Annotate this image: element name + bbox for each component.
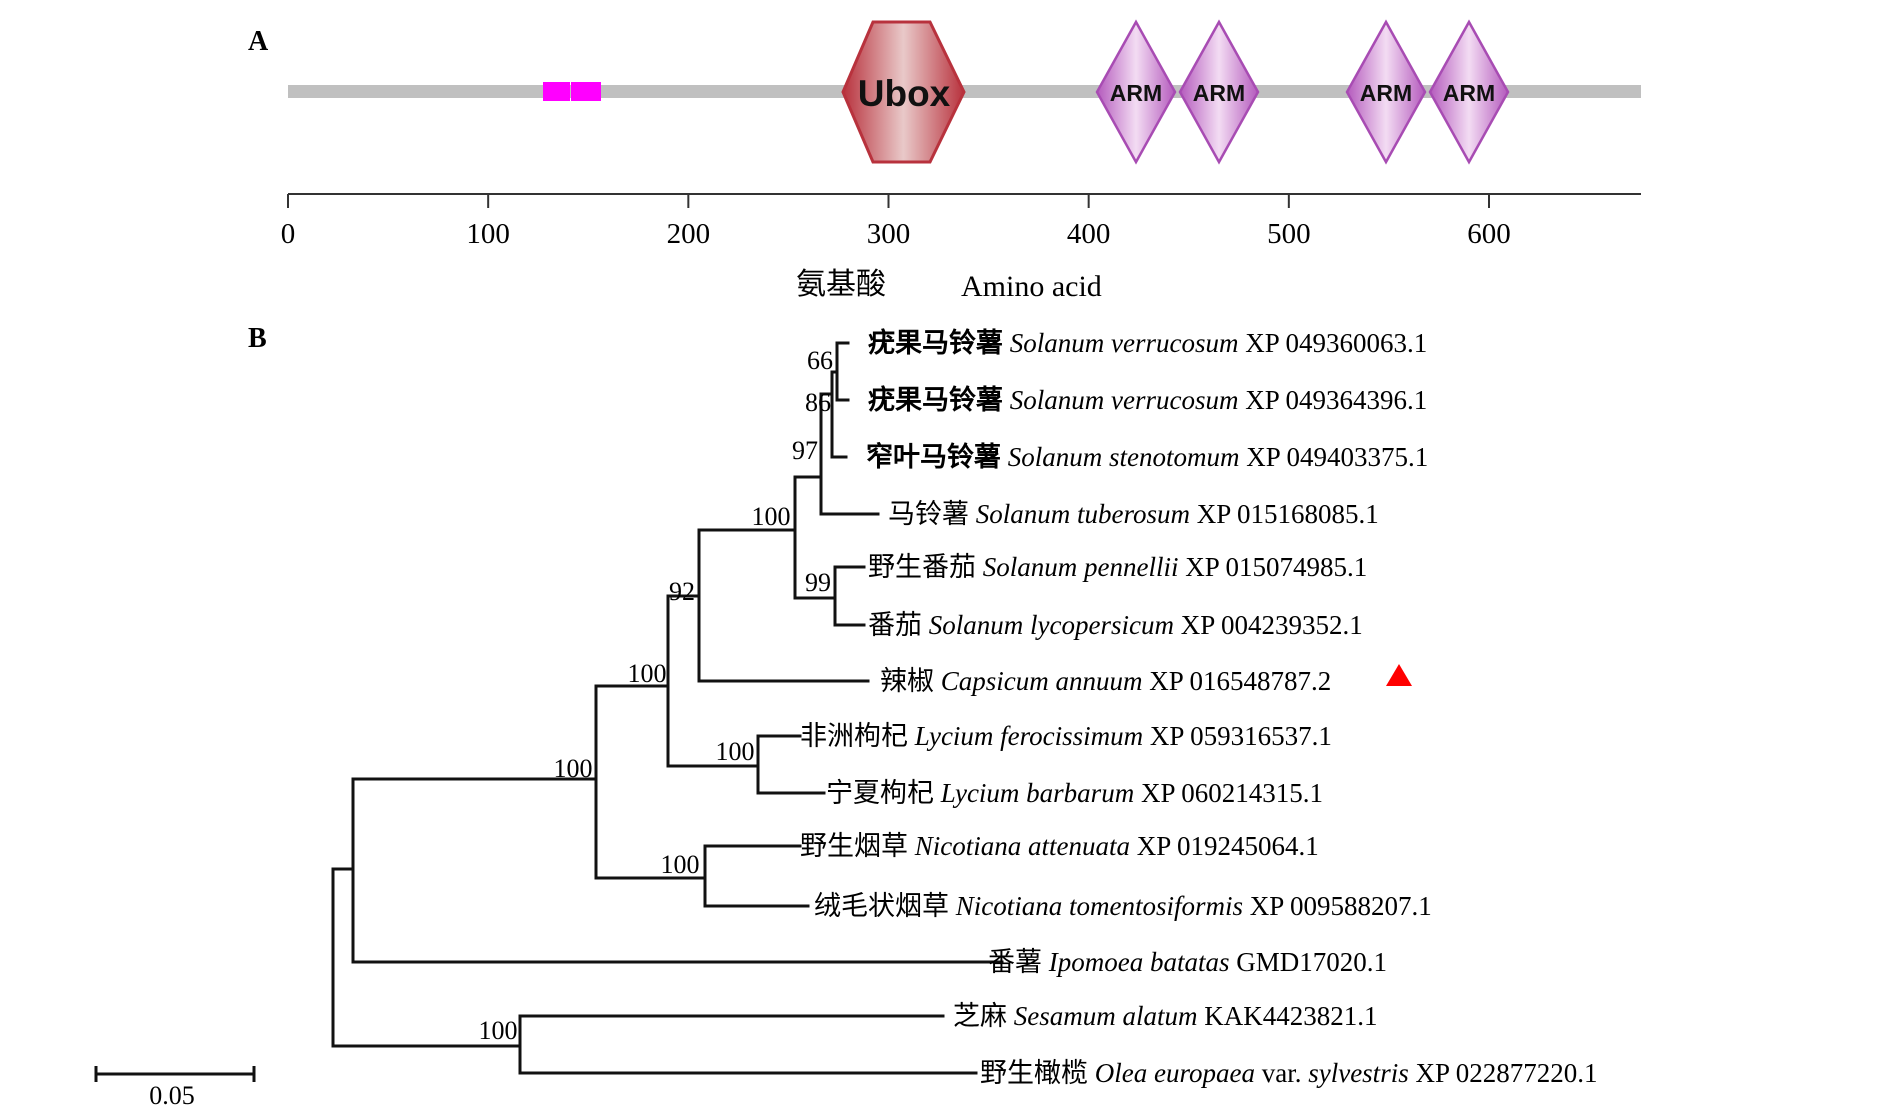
leaf-labels: 疣果马铃薯 Solanum verrucosum XP 049360063.1疣… [800,327,1597,1088]
leaf-label: 非洲枸杞 Lycium ferocissimum XP 059316537.1 [800,721,1332,751]
leaf-scientific-name: Solanum stenotomum [1008,442,1240,472]
panel-a-label: A [248,26,269,57]
bootstrap-label: 92 [669,577,695,606]
leaf-common-name: 野生烟草 [800,831,915,861]
leaf-scientific-name: Solanum verrucosum [1010,328,1239,358]
leaf-scientific-name: Nicotiana tomentosiformis [955,891,1243,921]
leaf-label: 野生番茄 Solanum pennellii XP 015074985.1 [868,552,1367,582]
axis-tick-label: 600 [1467,218,1511,250]
leaf-common-name: 辣椒 [880,666,941,696]
leaf-accession: XP 049360063.1 [1238,328,1427,358]
leaf-label: 疣果马铃薯 Solanum verrucosum XP 049364396.1 [868,384,1427,415]
bootstrap-label: 100 [661,850,700,879]
leaf-common-name: 疣果马铃薯 [868,327,1010,358]
arm-label: ARM [1360,80,1412,106]
bootstrap-label: 100 [716,737,755,766]
pink-motif [543,82,601,101]
leaf-label: 番茄 Solanum lycopersicum XP 004239352.1 [868,610,1363,640]
leaf-label: 野生烟草 Nicotiana attenuata XP 019245064.1 [800,831,1319,861]
bootstrap-values: 66 86 97 100 99 92 100 100 100 100 100 [479,346,834,1045]
bootstrap-label: 86 [805,388,831,417]
axis-tick-label: 100 [466,218,510,250]
axis-tick-label: 200 [667,218,711,250]
leaf-common-name: 宁夏枸杞 [826,778,941,808]
bootstrap-label: 66 [807,346,833,375]
leaf-label: 绒毛状烟草 Nicotiana tomentosiformis XP 00958… [814,891,1432,921]
leaf-common-name: 马铃薯 [888,499,976,529]
phylogenetic-tree [331,341,1004,1075]
leaf-accession: XP 009588207.1 [1243,891,1432,921]
leaf-label: 疣果马铃薯 Solanum verrucosum XP 049360063.1 [868,327,1427,358]
leaf-accession: XP 049403375.1 [1240,442,1429,472]
leaf-variety: sylvestris [1308,1058,1409,1088]
leaf-common-name: 野生橄榄 [980,1058,1095,1088]
leaf-label: 宁夏枸杞 Lycium barbarum XP 060214315.1 [826,778,1323,808]
arm-label: ARM [1193,80,1245,106]
leaf-scientific-name: Nicotiana attenuata [914,831,1130,861]
bootstrap-label: 100 [554,754,593,783]
leaf-accession: XP 060214315.1 [1134,778,1323,808]
bootstrap-label: 100 [752,502,791,531]
leaf-common-name: 番薯 [988,947,1049,977]
arm-domain-4: ARM [1428,19,1510,165]
leaf-common-name: 野生番茄 [868,552,983,582]
leaf-accession: KAK4423821.1 [1198,1001,1378,1031]
leaf-accession: XP 049364396.1 [1238,385,1427,415]
scale-bar-label: 0.05 [149,1081,195,1108]
leaf-accession: GMD17020.1 [1229,947,1387,977]
leaf-accession: XP 004239352.1 [1174,610,1363,640]
arm-domain-2: ARM [1178,19,1260,165]
aa-axis: 0 100 200 300 400 500 600 氨基酸 Amino acid [281,193,1641,303]
leaf-scientific-name: Solanum lycopersicum [929,610,1174,640]
leaf-scientific-name: Lycium ferocissimum [914,721,1143,751]
ubox-label: Ubox [858,73,951,114]
bootstrap-label: 100 [628,659,667,688]
leaf-accession: XP 022877220.1 [1409,1058,1598,1088]
leaf-accession: XP 059316537.1 [1143,721,1332,751]
axis-tick-label: 500 [1267,218,1311,250]
axis-tick-label: 0 [281,218,296,250]
bootstrap-label: 97 [792,436,818,465]
leaf-label: 芝麻 Sesamum alatum KAK4423821.1 [953,1001,1378,1031]
leaf-accession: XP 015074985.1 [1178,552,1367,582]
leaf-var: var. [1255,1058,1308,1088]
axis-label-cn: 氨基酸 [796,268,886,301]
ubox-domain: Ubox [841,20,966,164]
leaf-scientific-name: Solanum pennellii [983,552,1179,582]
leaf-common-name: 疣果马铃薯 [868,384,1010,415]
leaf-scientific-name: Lycium barbarum [940,778,1134,808]
leaf-common-name: 窄叶马铃薯 [866,441,1008,472]
arm-domain-1: ARM [1095,19,1177,165]
leaf-common-name: 非洲枸杞 [800,721,915,751]
bootstrap-label: 100 [479,1016,518,1045]
leaf-common-name: 芝麻 [953,1001,1014,1031]
arm-domain-3: ARM [1345,19,1427,165]
arm-label: ARM [1443,80,1495,106]
leaf-scientific-name: Olea europaea [1095,1058,1255,1088]
leaf-label: 窄叶马铃薯 Solanum stenotomum XP 049403375.1 [866,441,1428,472]
leaf-label: 野生橄榄 Olea europaea var. sylvestris XP 02… [980,1058,1597,1088]
axis-tick-label: 300 [867,218,911,250]
scale-bar: 0.05 [94,1066,256,1108]
leaf-label: 番薯 Ipomoea batatas GMD17020.1 [988,947,1387,977]
axis-label-en: Amino acid [961,270,1102,303]
leaf-label: 马铃薯 Solanum tuberosum XP 015168085.1 [888,499,1379,529]
axis-tick-label: 400 [1067,218,1111,250]
leaf-scientific-name: Capsicum annuum [941,666,1143,696]
panel-b-label: B [248,323,267,354]
triangle-marker-icon [1386,664,1412,686]
leaf-common-name: 番茄 [868,610,929,640]
leaf-accession: XP 015168085.1 [1190,499,1379,529]
leaf-scientific-name: Ipomoea batatas [1048,947,1230,977]
leaf-scientific-name: Sesamum alatum [1014,1001,1198,1031]
leaf-accession: XP 019245064.1 [1130,831,1319,861]
leaf-common-name: 绒毛状烟草 [814,891,956,921]
leaf-scientific-name: Solanum verrucosum [1010,385,1239,415]
bootstrap-label: 99 [805,568,831,597]
leaf-label: 辣椒 Capsicum annuum XP 016548787.2 [880,666,1331,696]
leaf-scientific-name: Solanum tuberosum [976,499,1190,529]
leaf-accession: XP 016548787.2 [1143,666,1332,696]
arm-label: ARM [1110,80,1162,106]
